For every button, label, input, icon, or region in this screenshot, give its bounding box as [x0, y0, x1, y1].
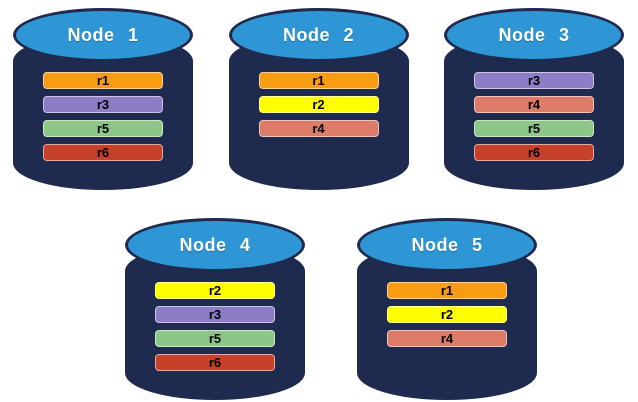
replica-bar-r6: r6	[43, 144, 163, 161]
replica-list: r1 r2 r4	[229, 72, 409, 137]
replica-bar-r6: r6	[474, 144, 594, 161]
replica-bar-r2: r2	[155, 282, 275, 299]
cylinder-top: Node 2	[228, 8, 409, 62]
cylinder-top: Node 1	[13, 8, 193, 62]
replica-bar-r3: r3	[155, 306, 275, 323]
replica-list: r1 r3 r5 r6	[13, 72, 193, 161]
node-label: Node 5	[411, 234, 483, 255]
replica-bar-r5: r5	[474, 120, 594, 137]
cylinder-top: Node 4	[125, 218, 305, 272]
cylinder-top: Node 5	[357, 218, 537, 272]
database-node-2: Node 2 r1 r2 r4	[228, 8, 409, 190]
replica-bar-r4: r4	[387, 330, 507, 347]
database-node-1: Node 1 r1 r3 r5 r6	[13, 8, 193, 190]
replica-bar-r2: r2	[258, 96, 379, 113]
replica-bar-r4: r4	[258, 120, 379, 137]
replica-bar-r5: r5	[155, 330, 275, 347]
database-node-3: Node 3 r3 r4 r5 r6	[444, 8, 624, 190]
cylinder-top: Node 3	[444, 8, 624, 62]
replica-list: r3 r4 r5 r6	[444, 72, 624, 161]
replica-bar-r3: r3	[43, 96, 163, 113]
database-node-4: Node 4 r2 r3 r5 r6	[125, 218, 305, 400]
replica-bar-r1: r1	[43, 72, 163, 89]
replica-bar-r4: r4	[474, 96, 594, 113]
replica-bar-r1: r1	[258, 72, 379, 89]
node-label: Node 1	[67, 24, 139, 45]
replica-list: r2 r3 r5 r6	[125, 282, 305, 371]
database-node-5: Node 5 r1 r2 r4	[357, 218, 537, 400]
replica-bar-r5: r5	[43, 120, 163, 137]
node-label: Node 2	[282, 24, 354, 45]
replica-bar-r3: r3	[474, 72, 594, 89]
node-label: Node 3	[498, 24, 570, 45]
node-row-bottom: Node 4 r2 r3 r5 r6 Node 5 r1 r2 r4	[12, 218, 638, 400]
replica-bar-r2: r2	[387, 306, 507, 323]
node-label: Node 4	[179, 234, 251, 255]
replica-bar-r1: r1	[387, 282, 507, 299]
replica-bar-r6: r6	[155, 354, 275, 371]
replica-list: r1 r2 r4	[357, 282, 537, 347]
